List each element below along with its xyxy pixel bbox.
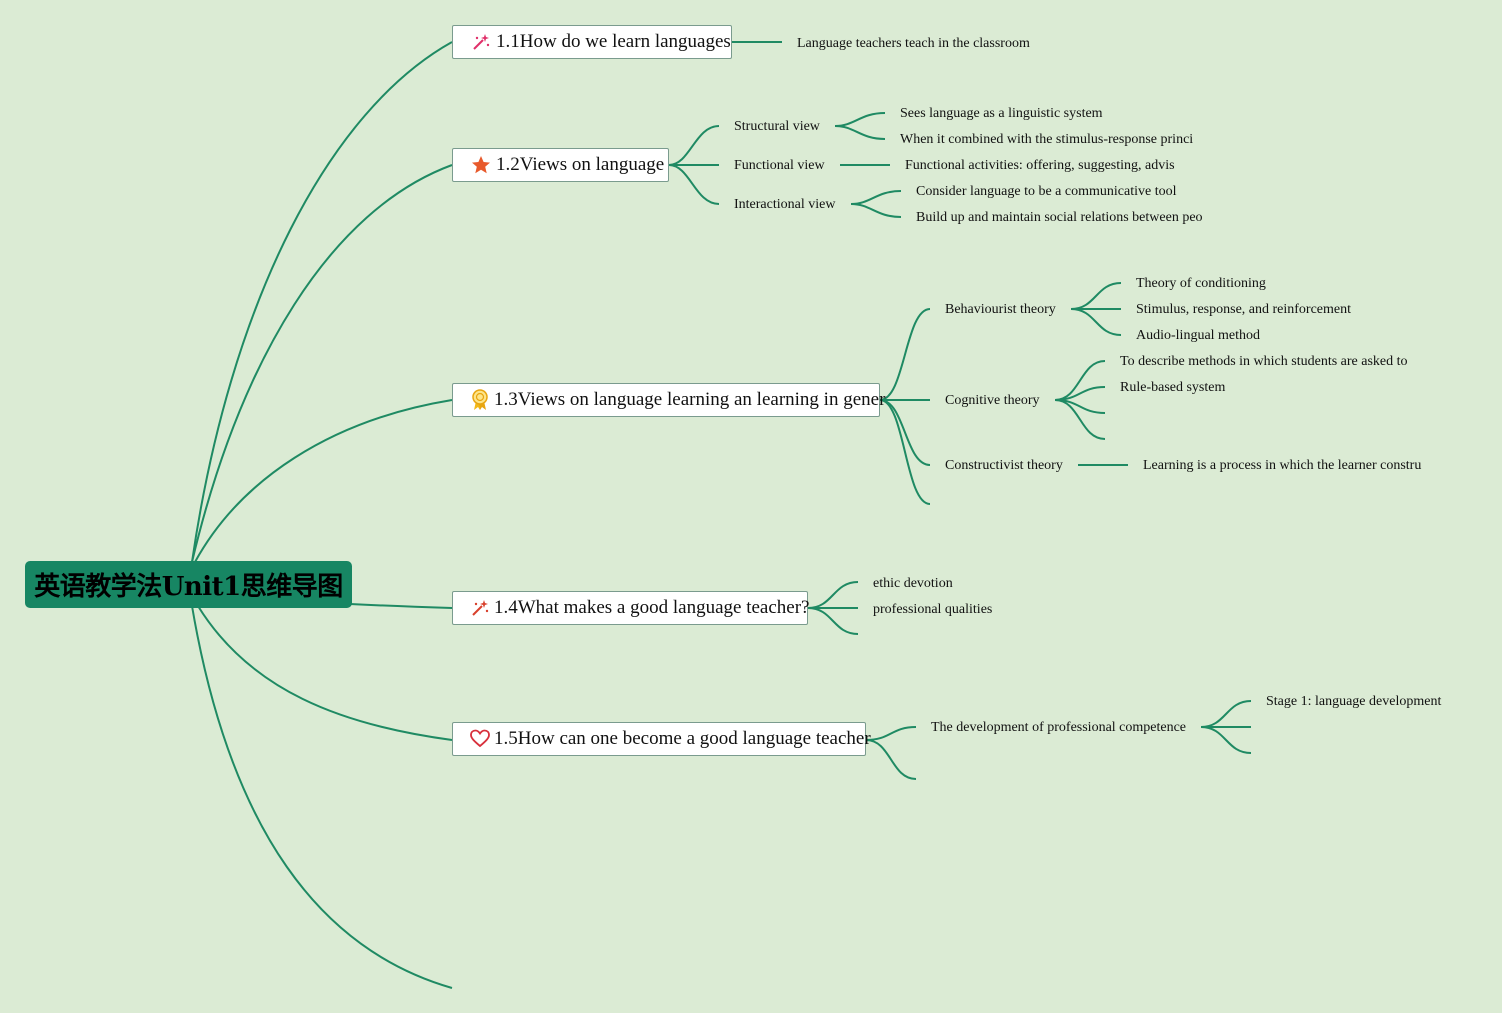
topic-1-2[interactable]: 1.2Views on language bbox=[452, 148, 669, 182]
link-root-t5 bbox=[197, 605, 453, 741]
root-topic[interactable]: 英语教学法Unit1思维导图 bbox=[25, 561, 352, 608]
topic-label: 1.4What makes a good language teacher? bbox=[494, 597, 810, 618]
link-t5-b bbox=[865, 739, 917, 780]
topic-1-1[interactable]: 1.1How do we learn languages bbox=[452, 25, 732, 59]
link-t4-a bbox=[807, 581, 859, 609]
subtopic-cognitive-theory[interactable]: Cognitive theory bbox=[945, 393, 1040, 408]
link-root-t1 bbox=[191, 41, 453, 563]
link-structural-a bbox=[834, 112, 886, 127]
leaf-node[interactable]: ethic devotion bbox=[873, 576, 953, 591]
link-competence-c bbox=[1200, 726, 1252, 754]
link-interactional-a bbox=[850, 190, 902, 205]
link-structural-b bbox=[834, 125, 886, 140]
link-behaviourist-a bbox=[1070, 282, 1122, 310]
subtopic-professional-competence[interactable]: The development of professional competen… bbox=[931, 720, 1187, 735]
subtopic-constructivist-theory[interactable]: Constructivist theory bbox=[945, 458, 1063, 473]
topic-1-5[interactable]: 1.5How can one become a good language te… bbox=[452, 722, 871, 756]
leaf-node[interactable]: Rule-based system bbox=[1120, 380, 1226, 395]
leaf-node[interactable]: Sees language as a linguistic system bbox=[900, 106, 1103, 121]
heart-icon bbox=[470, 728, 490, 750]
leaf-node[interactable]: Language teachers teach in the classroom bbox=[797, 36, 1030, 51]
leaf-node[interactable]: To describe methods in which students ar… bbox=[1120, 354, 1408, 369]
topic-label: 1.2Views on language bbox=[496, 154, 665, 175]
award-ribbon-icon bbox=[470, 389, 490, 411]
topic-label: 1.1How do we learn languages bbox=[496, 31, 731, 52]
leaf-node[interactable]: Functional activities: offering, suggest… bbox=[905, 158, 1175, 173]
leaf-node[interactable]: Theory of conditioning bbox=[1136, 276, 1266, 291]
link-root-t3 bbox=[194, 399, 453, 563]
leaf-node[interactable]: When it combined with the stimulus-respo… bbox=[900, 132, 1194, 147]
topic-label: 1.5How can one become a good language te… bbox=[494, 728, 871, 749]
link-behaviourist-c bbox=[1070, 308, 1122, 336]
topic-1-3[interactable]: 1.3Views on language learning an learnin… bbox=[452, 383, 885, 417]
link-t5-a bbox=[865, 726, 917, 741]
magic-wand-icon bbox=[470, 597, 490, 619]
link-root-t4 bbox=[349, 603, 453, 609]
leaf-node[interactable]: Stage 1: language development bbox=[1266, 694, 1442, 709]
link-t3-behaviourist bbox=[879, 308, 931, 401]
leaf-node[interactable]: Learning is a process in which the learn… bbox=[1143, 458, 1422, 473]
subtopic-behaviourist-theory[interactable]: Behaviourist theory bbox=[945, 302, 1056, 317]
topic-1-4[interactable]: 1.4What makes a good language teacher? bbox=[452, 591, 810, 625]
link-competence-a bbox=[1200, 700, 1252, 728]
link-t4-c bbox=[807, 607, 859, 635]
magic-wand-icon bbox=[470, 31, 492, 53]
leaf-node[interactable]: Stimulus, response, and reinforcement bbox=[1136, 302, 1352, 317]
link-t2-structural bbox=[668, 125, 720, 166]
subtopic-structural-view[interactable]: Structural view bbox=[734, 119, 820, 134]
leaf-node[interactable]: Build up and maintain social relations b… bbox=[916, 210, 1203, 225]
topic-label: 1.3Views on language learning an learnin… bbox=[494, 389, 886, 410]
link-cognitive-d bbox=[1054, 399, 1106, 440]
subtopic-interactional-view[interactable]: Interactional view bbox=[734, 197, 836, 212]
leaf-node[interactable]: professional qualities bbox=[873, 602, 993, 617]
link-root-empty bbox=[191, 605, 453, 989]
link-t3-empty bbox=[879, 399, 931, 505]
link-interactional-b bbox=[850, 203, 902, 218]
leaf-node[interactable]: Audio-lingual method bbox=[1136, 328, 1261, 343]
star-icon bbox=[470, 154, 492, 176]
subtopic-functional-view[interactable]: Functional view bbox=[734, 158, 825, 173]
link-t2-interactional bbox=[668, 164, 720, 205]
link-root-t2 bbox=[191, 164, 453, 563]
leaf-node[interactable]: Consider language to be a communicative … bbox=[916, 184, 1177, 199]
